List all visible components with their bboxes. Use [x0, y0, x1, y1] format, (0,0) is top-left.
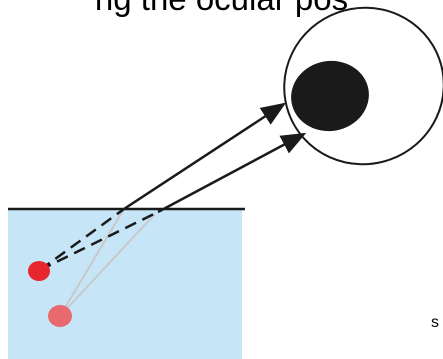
cropped-corner-text: s: [431, 315, 439, 331]
real-object-dot: [48, 305, 72, 327]
water-area: [8, 209, 242, 359]
apparent-object-dot: [28, 261, 50, 281]
pupil: [286, 55, 375, 137]
